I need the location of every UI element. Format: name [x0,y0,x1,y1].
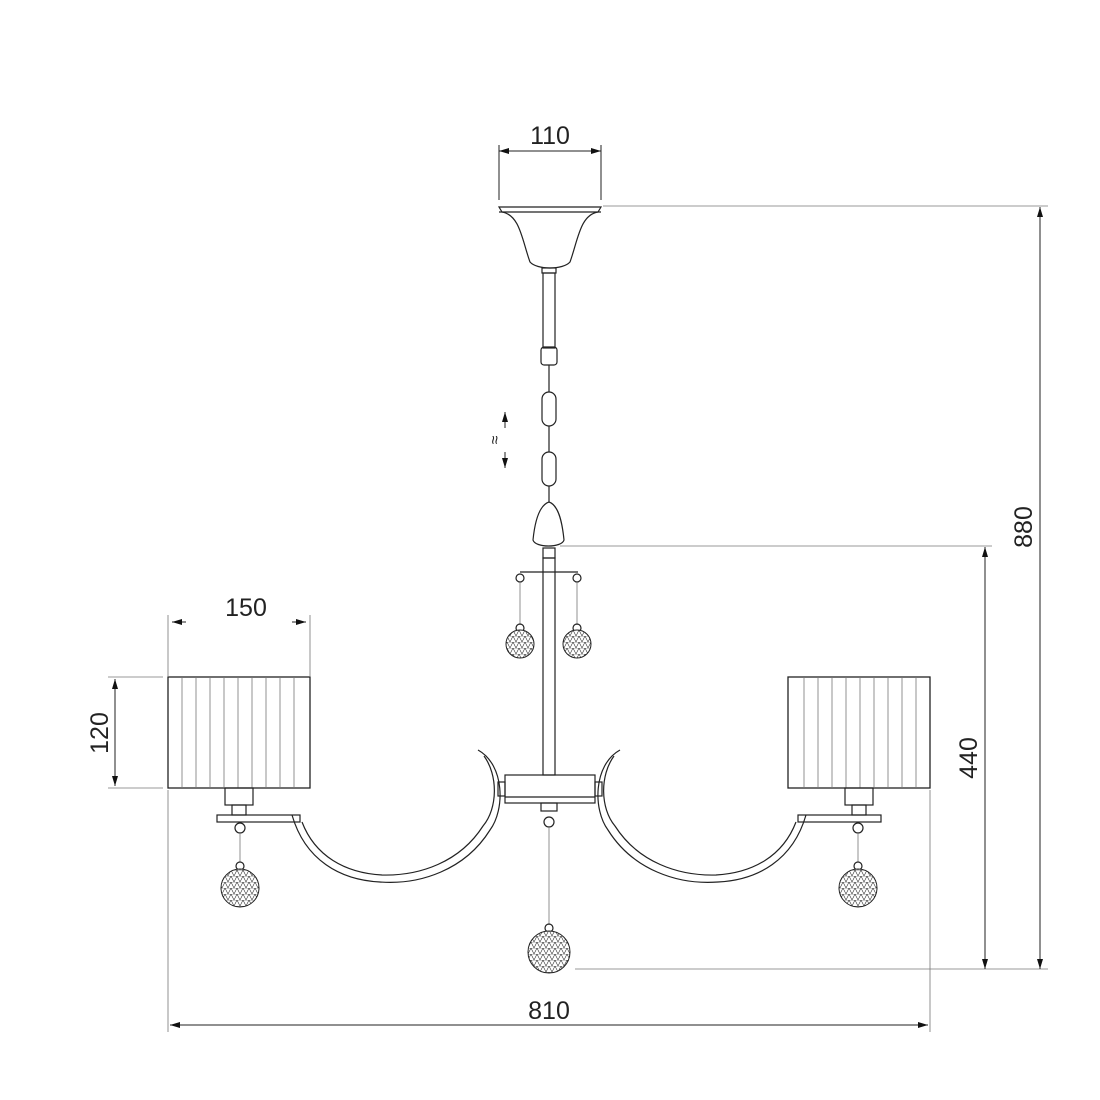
dimension-body-height: 440 [560,545,992,969]
crystal-ball [527,930,571,974]
right-arm [597,676,931,908]
rod-and-chain [532,267,565,559]
dimension-label: 120 [86,712,114,754]
dimension-shade-width: 150 [167,594,311,677]
canopy [497,206,603,269]
crystal-ball [562,629,592,659]
dimension-label: 110 [530,122,570,150]
dimension-total-width: 810 [167,790,931,1032]
dimension-label: ≈ [487,435,504,444]
dimension-total-height: 880 [575,205,1048,970]
center-stem [505,557,592,776]
dimension-shade-height: 120 [86,676,163,789]
dimension-canopy-width: 110 [498,122,602,200]
crystal-ball [220,868,260,908]
crystal-ball [505,629,535,659]
dimension-label: 880 [1010,506,1038,548]
dimension-label: 440 [955,737,983,779]
dimension-label: 150 [225,594,267,622]
dimension-label: 810 [528,997,570,1025]
lamp-shade-left [167,676,311,789]
left-arm [167,676,501,908]
dimension-chain-adjustable: ≈ [487,412,508,468]
hub [497,774,603,974]
